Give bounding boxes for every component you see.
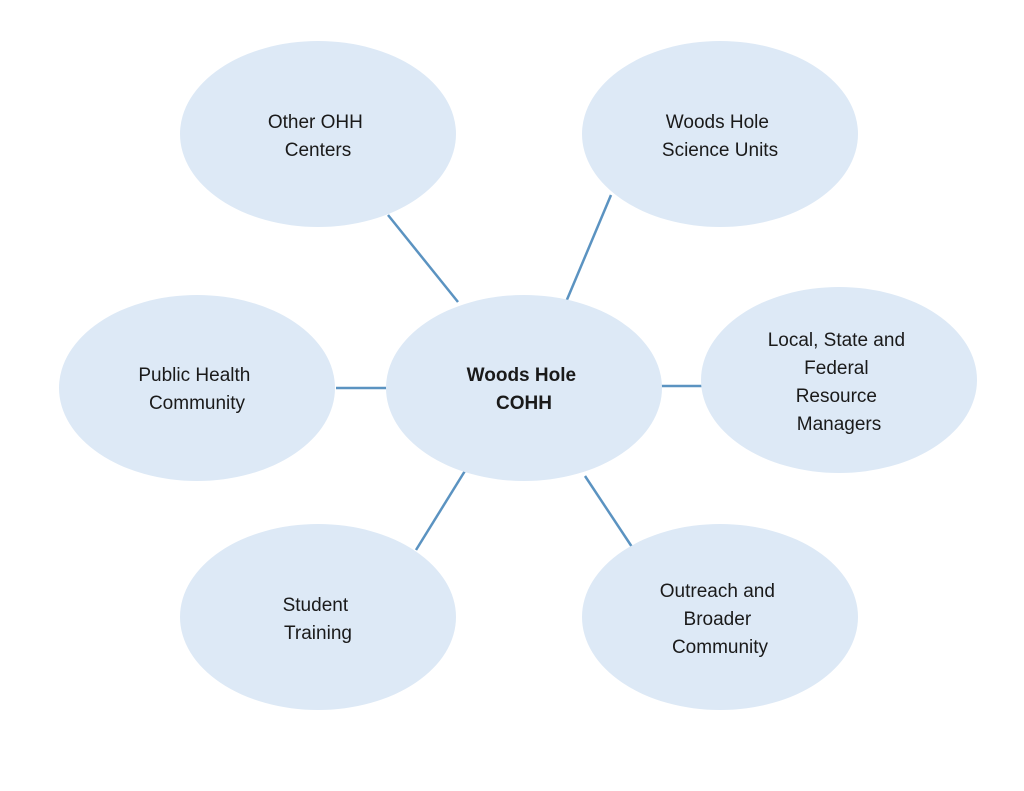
node-other-ohh-centers: Other OHH Centers xyxy=(180,41,456,227)
node-label-line: Science Units xyxy=(662,140,778,161)
node-label-line: Community xyxy=(672,637,769,658)
connector-woods-hole-science-units xyxy=(564,194,613,303)
node-label-line: Federal xyxy=(804,358,868,379)
node-ellipse xyxy=(701,287,977,473)
node-label-line: Centers xyxy=(285,140,352,161)
node-resource-managers: Local, State and Federal Resource Manage… xyxy=(701,287,977,473)
node-student-training: Student Training xyxy=(180,524,456,710)
node-ellipse xyxy=(582,41,858,227)
node-woods-hole-science-units: Woods Hole Science Units xyxy=(582,41,858,227)
node-label: Woods Hole Science Units xyxy=(662,112,778,161)
node-ellipse xyxy=(180,41,456,227)
node-label-line: Other OHH xyxy=(268,112,363,133)
node-label-line: Community xyxy=(149,393,246,414)
connector-outreach-community xyxy=(583,475,636,551)
node-ellipse xyxy=(59,295,335,481)
node-outreach-community: Outreach and Broader Community xyxy=(582,524,858,710)
node-label: Local, State and Federal Resource Manage… xyxy=(768,330,911,435)
node-label: Other OHH Centers xyxy=(268,112,368,161)
node-ellipse xyxy=(582,524,858,710)
node-center-woods-hole-cohh: Woods Hole COHH xyxy=(386,295,662,481)
node-label-line: Resource xyxy=(796,386,877,407)
center-label-line: COHH xyxy=(496,393,552,414)
connector-other-ohh-centers xyxy=(387,214,459,303)
node-label-line: Training xyxy=(284,623,352,644)
node-label: Public Health Community xyxy=(138,365,255,414)
node-label: Outreach and Broader Community xyxy=(660,581,780,658)
center-label: Woods Hole COHH xyxy=(467,365,582,414)
node-public-health-community: Public Health Community xyxy=(59,295,335,481)
node-label-line: Outreach and xyxy=(660,581,775,602)
node-label-line: Managers xyxy=(797,414,882,435)
node-label-line: Public Health xyxy=(138,365,250,386)
node-ellipse xyxy=(386,295,662,481)
node-label-line: Student xyxy=(283,595,349,616)
node-ellipse xyxy=(180,524,456,710)
node-label: Student Training xyxy=(283,595,354,644)
center-label-line: Woods Hole xyxy=(467,365,576,386)
node-label-line: Woods Hole xyxy=(666,112,769,133)
connector-student-training xyxy=(414,465,470,551)
node-label-line: Broader xyxy=(684,609,752,630)
node-label-line: Local, State and xyxy=(768,330,905,351)
